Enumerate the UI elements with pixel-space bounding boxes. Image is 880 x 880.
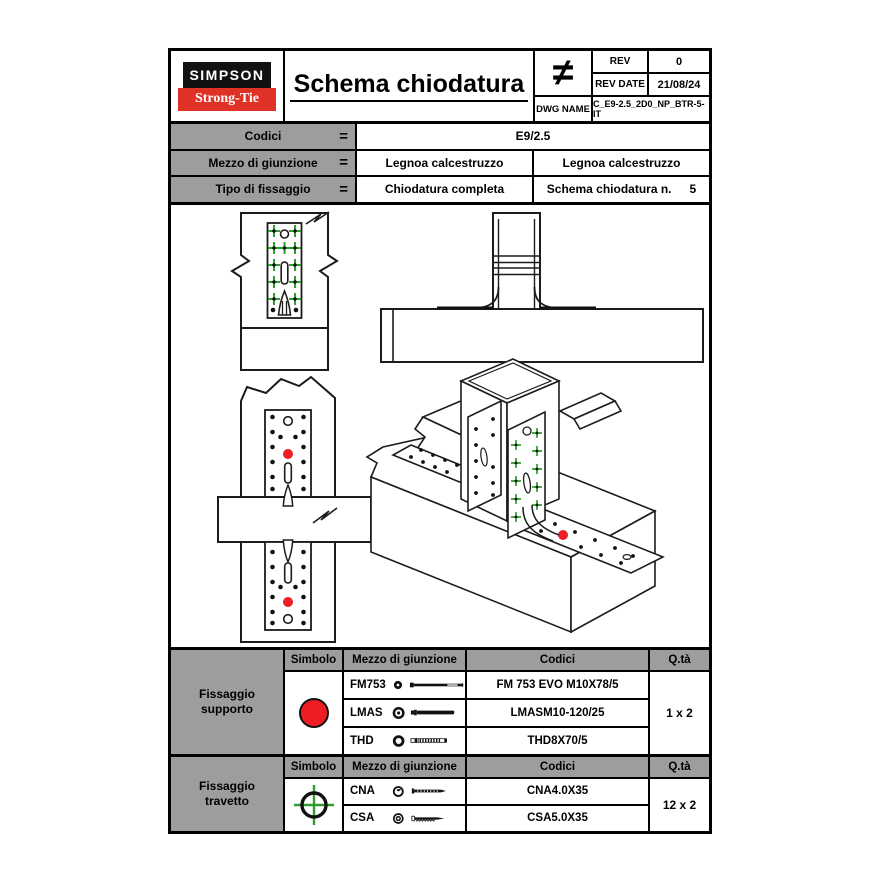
rev-date-value: 21/08/24 (649, 74, 709, 95)
revision-block: ≠ REV 0 REV DATE 21/08/24 DWG NAME C_E9-… (535, 51, 709, 121)
header-codici: Codici (467, 649, 648, 670)
not-equal-symbol: ≠ (535, 51, 591, 95)
simpson-strongtie-logo: SIMPSON Strong-Tie (171, 51, 283, 121)
fissaggio-travetto-table: Fissaggio travetto Simbolo Mezzo di giun… (171, 753, 709, 831)
fastener-name: CNA (350, 785, 375, 797)
codici-csa: CSA5.0X35 (467, 805, 648, 831)
supporto-quantity: 1 x 2 (650, 671, 709, 754)
header-simbolo: Simbolo (285, 649, 342, 670)
fastener-name: FM753 (350, 678, 386, 691)
info-row-tipo-label: Tipo di fissaggio= (171, 177, 355, 202)
fissaggio-supporto-table: Fissaggio supporto Simbolo Mezzo di giun… (171, 646, 709, 754)
lmas-anchor-icon (411, 709, 455, 716)
front-view-drawing (230, 210, 339, 371)
travetto-symbol-cell (285, 778, 342, 831)
header-mezzo: Mezzo di giunzione (344, 756, 465, 777)
travetto-quantity: 12 x 2 (650, 778, 709, 831)
header-codici: Codici (467, 756, 648, 777)
green-crosshair-symbol (293, 784, 334, 825)
equals-icon: = (339, 127, 348, 145)
info-row-codici-value: E9/2.5 (357, 124, 709, 149)
fastener-name: LMAS (350, 706, 383, 719)
logo-strongtie: Strong-Tie (178, 87, 276, 111)
group-label-travetto: Fissaggio travetto (171, 756, 283, 831)
drawing-area (171, 201, 709, 647)
mezzo-row-csa: CSA (344, 805, 465, 831)
info-row-mezzo-label: Mezzo di giunzione= (171, 150, 355, 175)
info-row-mezzo-value-right: Legnoa calcestruzzo (534, 150, 709, 175)
lmas-marker-icon (392, 706, 405, 719)
header-mezzo: Mezzo di giunzione (344, 649, 465, 670)
csa-marker-icon (392, 812, 404, 824)
equals-icon: = (339, 154, 348, 172)
fm753-bolt-icon (409, 682, 464, 687)
dwg-name-label: DWG NAME (535, 97, 591, 121)
header-qta: Q.tà (650, 649, 709, 670)
dwg-name-value: C_E9-2.5_2D0_NP_BTR-5-IT (593, 97, 709, 121)
thd-screw-icon (410, 737, 448, 744)
cna-nail-icon (411, 788, 446, 794)
schema-number: 5 (689, 182, 697, 197)
logo-simpson: SIMPSON (183, 61, 271, 88)
mezzo-row-fm753: FM753 (344, 671, 465, 698)
rev-date-label: REV DATE (593, 74, 647, 95)
rev-value: 0 (649, 51, 709, 72)
section-view-drawing (217, 375, 372, 643)
info-row-tipo-value-right: Schema chiodatura n. 5 (534, 177, 709, 202)
supporto-symbol-cell (285, 671, 342, 754)
fm753-marker-icon (393, 680, 403, 689)
codici-thd: THD8X70/5 (467, 727, 648, 754)
mezzo-row-lmas: LMAS (344, 699, 465, 726)
drawing-sheet: SIMPSON Strong-Tie Schema chiodatura ≠ R… (168, 48, 712, 834)
equals-icon: = (339, 180, 348, 198)
header-simbolo: Simbolo (285, 756, 342, 777)
csa-screw-icon (411, 815, 444, 822)
thd-marker-icon (392, 734, 405, 747)
title-block: SIMPSON Strong-Tie Schema chiodatura ≠ R… (171, 51, 709, 121)
side-view-drawing (380, 211, 704, 363)
isometric-view-drawing (365, 357, 665, 633)
rev-label: REV (593, 51, 647, 72)
info-row-tipo-value-left: Chiodatura completa (357, 177, 532, 202)
red-dot-symbol (298, 697, 329, 728)
group-label-supporto: Fissaggio supporto (171, 649, 283, 754)
cna-marker-icon (392, 785, 404, 797)
codici-cna: CNA4.0X35 (467, 778, 648, 804)
header-qta: Q.tà (650, 756, 709, 777)
codici-fm753: FM 753 EVO M10X78/5 (467, 671, 648, 698)
page-title: Schema chiodatura (289, 70, 529, 102)
mezzo-row-cna: CNA (344, 778, 465, 804)
fastener-name: THD (350, 734, 374, 747)
codici-lmas: LMASM10-120/25 (467, 699, 648, 726)
mezzo-row-thd: THD (344, 727, 465, 754)
info-table: Codici= E9/2.5 Mezzo di giunzione= Legno… (171, 121, 709, 202)
fastener-name: CSA (350, 812, 375, 824)
info-row-codici-label: Codici= (171, 124, 355, 149)
info-row-mezzo-value-left: Legnoa calcestruzzo (357, 150, 532, 175)
